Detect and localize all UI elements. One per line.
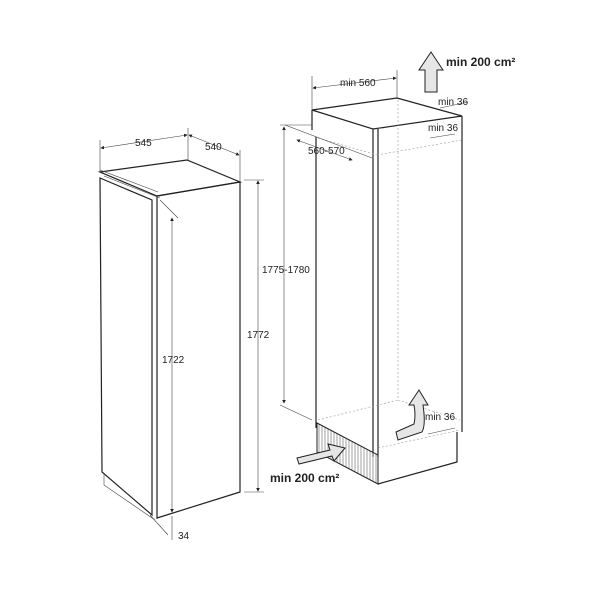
appliance-door (99, 177, 153, 517)
label-top-gap-inner: min 36 (428, 123, 458, 134)
dim-width-line (100, 133, 188, 150)
label-top-gap-back: min 36 (438, 97, 468, 108)
dim-depth-line (188, 134, 240, 156)
label-vent-bottom: min 200 cm² (270, 471, 339, 485)
label-width: 545 (135, 138, 152, 149)
label-door-height: 1722 (162, 355, 185, 366)
vent-bottom-up-arrow-icon (395, 389, 429, 441)
appliance-drawing: 545 540 1772 1722 34 (97, 128, 270, 542)
label-bottom-offset: 34 (178, 531, 190, 542)
label-niche-depth: 560-570 (308, 146, 345, 157)
appliance-side (156, 181, 241, 519)
label-height: 1772 (247, 330, 270, 341)
dim-niche-width-line (312, 76, 397, 90)
label-bottom-gap: min 36 (425, 412, 455, 423)
niche-drawing: min 560 min 36 min 36 560-570 1775-1780 … (262, 51, 515, 485)
label-niche-height: 1775-1780 (262, 265, 310, 276)
label-depth: 540 (205, 142, 222, 153)
label-vent-top: min 200 cm² (446, 55, 515, 69)
vent-inlet-arrow-icon (296, 443, 346, 465)
vent-up-arrow-icon (418, 51, 444, 93)
dim-niche-depth-line (296, 139, 353, 161)
label-niche-width: min 560 (340, 78, 376, 89)
